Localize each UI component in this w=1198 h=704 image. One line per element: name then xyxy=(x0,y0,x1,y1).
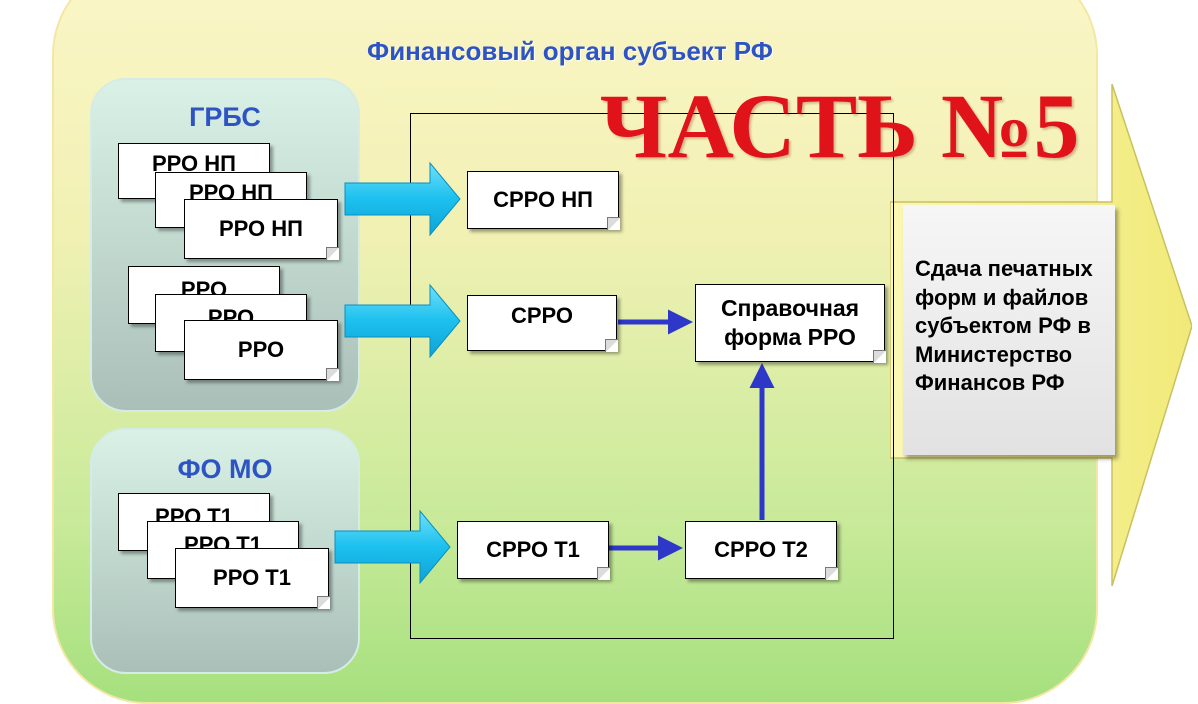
fo-mo-title: ФО МО xyxy=(177,454,273,484)
rro-np-doc-3: РРО НП xyxy=(184,199,339,260)
rro-np-doc-3-label: РРО НП xyxy=(219,216,303,242)
srro-np-box: СРРО НП xyxy=(467,171,620,230)
arrows-layer xyxy=(334,161,775,585)
rro-doc-3: РРО xyxy=(184,320,339,381)
consolidation-frame xyxy=(410,113,894,639)
srro-box: СРРО xyxy=(467,295,618,352)
rro-np-doc-1-label: РРО НП xyxy=(152,151,236,176)
rro-doc-3-label: РРО xyxy=(237,337,285,363)
input-arrow-rro xyxy=(344,283,461,359)
srro-t1-box: СРРО Т1 xyxy=(457,521,610,580)
reference-form-label: Справочная форма РРО xyxy=(720,295,860,350)
submission-text: Сдача печатных форм и файлов субъектом Р… xyxy=(915,256,1093,396)
input-arrow-t1 xyxy=(334,509,451,585)
grbs-title: ГРБС xyxy=(189,102,261,132)
rro-t1-doc-3: РРО Т1 xyxy=(175,548,330,609)
diagram-title: Финансовый орган субъект РФ xyxy=(367,36,773,66)
srro-t2-box: СРРО Т2 xyxy=(685,521,838,580)
srro-t2-label: СРРО Т2 xyxy=(714,537,808,563)
srro-t1-label: СРРО Т1 xyxy=(486,537,580,563)
srro-label: СРРО xyxy=(510,303,574,328)
submission-box: Сдача печатных форм и файлов субъектом Р… xyxy=(903,205,1115,455)
part-number-overlay: ЧАСТЬ №5 xyxy=(600,75,1080,177)
input-arrow-np xyxy=(344,161,461,237)
rro-t1-doc-3-label: РРО Т1 xyxy=(213,565,291,591)
reference-form-box: Справочная форма РРО xyxy=(695,284,886,363)
srro-np-label: СРРО НП xyxy=(493,187,593,213)
